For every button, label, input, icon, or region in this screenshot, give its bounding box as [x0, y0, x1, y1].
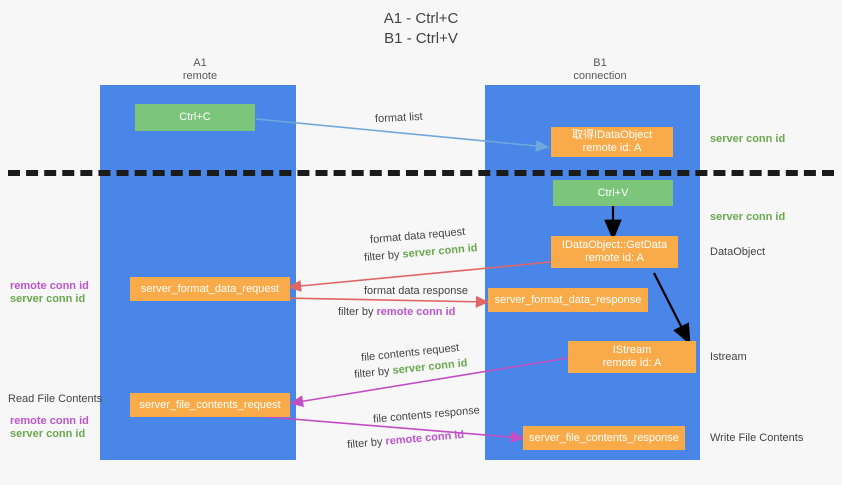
box-server-format-data-request[interactable]: server_format_data_request [130, 277, 290, 301]
boundary-dashed-line [8, 170, 834, 176]
box-server-file-contents-request-label: server_file_contents_request [139, 398, 281, 411]
column-header-b1: B1 connection [535, 57, 665, 83]
box-ctrl-v-label: Ctrl+V [597, 186, 629, 199]
edge-filter-prefix-3: filter by [353, 364, 394, 381]
left-label-server-conn-id-2: server conn id [10, 428, 86, 440]
edge-label-format-list-text: format list [374, 110, 423, 126]
box-getdata-line2: remote id: A [585, 252, 644, 264]
box-idataobject[interactable]: 取得IDataObject remote id: A [551, 127, 673, 157]
column-header-a1-name: A1 [193, 57, 207, 69]
box-idataobject-line2: remote id: A [582, 142, 642, 154]
diagram-title: A1 - Ctrl+C B1 - Ctrl+V [0, 9, 842, 49]
column-header-a1: A1 remote [140, 57, 260, 83]
edge-label-format-data-response-text: format data response [364, 285, 468, 297]
edge-label-format-data-response-filter: filter by remote conn id [338, 305, 455, 320]
box-idataobject-getdata[interactable]: IDataObject::GetData remote id: A [551, 236, 678, 268]
right-label-dataobject: DataObject [710, 246, 766, 258]
title-line-1: A1 - Ctrl+C [383, 10, 459, 27]
column-header-a1-sub: remote [182, 70, 218, 82]
box-ctrl-v[interactable]: Ctrl+V [553, 180, 673, 206]
edge-filter-prefix: filter by [363, 248, 404, 264]
box-getdata-line1: IDataObject::GetData [561, 239, 668, 251]
title-line-2: B1 - Ctrl+V [384, 30, 458, 47]
box-server-file-contents-response-label: server_file_contents_response [529, 431, 679, 444]
column-header-b1-name: B1 [593, 57, 607, 69]
right-label-server-conn-id-mid: server conn id [710, 211, 786, 223]
box-server-format-data-request-label: server_format_data_request [140, 282, 280, 295]
left-label-remote-conn-id-2: remote conn id [10, 415, 89, 427]
box-server-format-data-response-label: server_format_data_response [494, 293, 642, 306]
box-idataobject-line1: 取得IDataObject [571, 129, 653, 141]
right-label-istream: Istream [710, 351, 747, 363]
right-label-write-file-contents: Write File Contents [710, 432, 804, 444]
left-label-remote-conn-id-1: remote conn id [10, 280, 89, 292]
box-server-file-contents-request[interactable]: server_file_contents_request [130, 393, 290, 417]
edge-label-format-data-response: format data response [364, 284, 468, 299]
box-server-format-data-response[interactable]: server_format_data_response [488, 288, 648, 312]
box-istream[interactable]: IStream remote id: A [568, 341, 696, 373]
left-label-read-file-contents: Read File Contents [8, 393, 103, 405]
box-ctrl-c-label: Ctrl+C [179, 111, 211, 123]
edge-filter-key-remote-conn-id: remote conn id [376, 306, 456, 318]
right-label-server-conn-id-top: server conn id [710, 133, 786, 145]
edge-filter-prefix-4: filter by [346, 435, 387, 452]
box-ctrl-c[interactable]: Ctrl+C [135, 104, 255, 131]
box-istream-line1: IStream [612, 344, 652, 356]
edge-filter-prefix-2: filter by [338, 306, 377, 318]
box-istream-line2: remote id: A [602, 357, 662, 369]
edge-label-format-list: format list [375, 110, 423, 127]
box-server-file-contents-response[interactable]: server_file_contents_response [523, 426, 685, 450]
left-label-server-conn-id-1: server conn id [10, 293, 86, 305]
column-header-b1-sub: connection [573, 70, 627, 82]
